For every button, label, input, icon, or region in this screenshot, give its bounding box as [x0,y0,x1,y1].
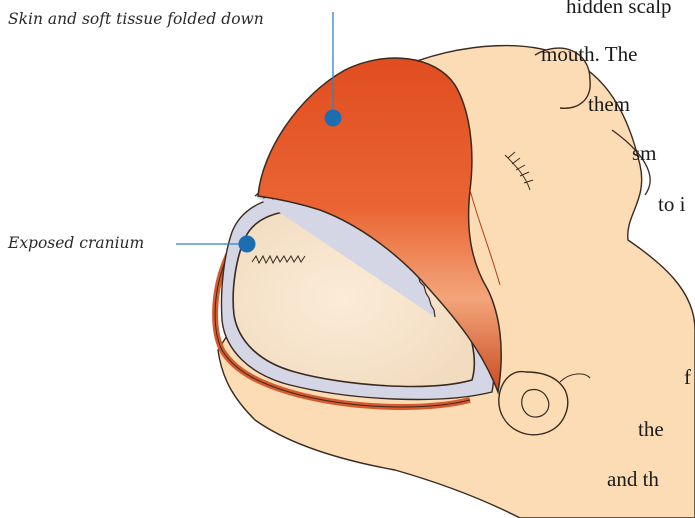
body-text-line: mouth. The [541,42,637,67]
label-exposed-cranium: Exposed cranium [8,234,144,252]
body-text-line: and th [607,467,659,492]
label-skin-folded: Skin and soft tissue folded down [8,10,264,28]
marker-dot-cranium [239,236,256,253]
body-text-line: f [684,365,691,390]
body-text-line: the [638,417,664,442]
body-text-line: to i [658,192,685,217]
body-text-line: them [588,92,630,117]
marker-dot-skin [325,110,342,127]
body-text-line: hidden scalp [566,0,672,19]
body-text-line: sm [632,141,657,166]
